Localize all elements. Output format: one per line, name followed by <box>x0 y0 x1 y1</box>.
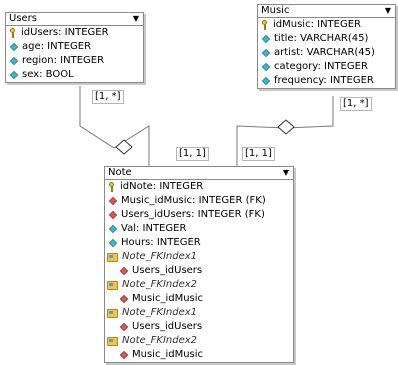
note-table-header[interactable]: Note ▼ <box>105 167 293 180</box>
key-icon <box>109 182 115 192</box>
chevron-down-icon[interactable]: ▼ <box>132 14 139 23</box>
note-index-column: Users_idUsers <box>105 320 293 334</box>
cyan-diamond-icon <box>108 224 118 234</box>
note-index[interactable]: Note_FKIndex1 <box>105 250 293 264</box>
note-index-column: Music_idMusic <box>105 292 293 306</box>
users-column: age: INTEGER <box>6 40 143 54</box>
users-column: idUsers: INTEGER <box>6 26 143 40</box>
key-icon <box>262 20 268 30</box>
music-multiplicity-one-label: [1, 1] <box>242 147 275 161</box>
note-index[interactable]: Note_FKIndex2 <box>105 278 293 292</box>
note-column: Hours: INTEGER <box>105 236 293 250</box>
music-table-title: Music <box>261 5 290 16</box>
music-note-diamond <box>277 119 295 135</box>
note-table-title: Note <box>108 167 132 178</box>
red-diamond-icon <box>119 266 129 276</box>
music-column: category: INTEGER <box>258 60 395 74</box>
note-column: Users_idUsers: INTEGER (FK) <box>105 208 293 222</box>
music-column: artist: VARCHAR(45) <box>258 46 395 60</box>
note-index[interactable]: Note_FKIndex2 <box>105 334 293 348</box>
note-table[interactable]: Note ▼ idNote: INTEGER Music_idMusic: IN… <box>104 166 294 363</box>
music-column: idMusic: INTEGER <box>258 18 395 32</box>
note-column: Val: INTEGER <box>105 222 293 236</box>
cyan-diamond-icon <box>9 56 19 66</box>
users-multiplicity-one-label: [1, 1] <box>176 147 209 161</box>
users-note-diamond <box>115 139 133 155</box>
key-icon <box>10 28 16 38</box>
chevron-down-icon[interactable]: ▼ <box>384 6 391 15</box>
note-column: idNote: INTEGER <box>105 180 293 194</box>
note-index-column: Music_idMusic <box>105 348 293 362</box>
users-column: sex: BOOL <box>6 68 143 82</box>
chevron-down-icon[interactable]: ▼ <box>282 168 289 177</box>
red-diamond-icon <box>119 350 129 360</box>
users-table-title: Users <box>9 13 38 24</box>
users-table-header[interactable]: Users ▼ <box>6 13 143 26</box>
users-table[interactable]: Users ▼ idUsers: INTEGER age: INTEGER re… <box>5 12 144 83</box>
cyan-diamond-icon <box>261 48 271 58</box>
folder-index-icon <box>107 336 118 346</box>
cyan-diamond-icon <box>9 70 19 80</box>
users-multiplicity-many-label: [1, *] <box>92 90 124 104</box>
cyan-diamond-icon <box>9 42 19 52</box>
music-table-header[interactable]: Music ▼ <box>258 5 395 18</box>
note-index[interactable]: Note_FKIndex1 <box>105 306 293 320</box>
cyan-diamond-icon <box>261 62 271 72</box>
music-column: frequency: INTEGER <box>258 74 395 88</box>
folder-index-icon <box>107 280 118 290</box>
music-multiplicity-many-label: [1, *] <box>340 97 372 111</box>
note-column: Music_idMusic: INTEGER (FK) <box>105 194 293 208</box>
music-column: title: VARCHAR(45) <box>258 32 395 46</box>
folder-index-icon <box>107 308 118 318</box>
cyan-diamond-icon <box>108 238 118 248</box>
note-index-column: Users_idUsers <box>105 264 293 278</box>
red-diamond-icon <box>108 196 118 206</box>
music-table[interactable]: Music ▼ idMusic: INTEGER title: VARCHAR(… <box>257 4 396 89</box>
red-diamond-icon <box>119 322 129 332</box>
cyan-diamond-icon <box>261 76 271 86</box>
red-diamond-icon <box>108 210 118 220</box>
cyan-diamond-icon <box>261 34 271 44</box>
users-column: region: INTEGER <box>6 54 143 68</box>
red-diamond-icon <box>119 294 129 304</box>
users-note-relation-line <box>79 86 150 166</box>
folder-index-icon <box>107 252 118 262</box>
